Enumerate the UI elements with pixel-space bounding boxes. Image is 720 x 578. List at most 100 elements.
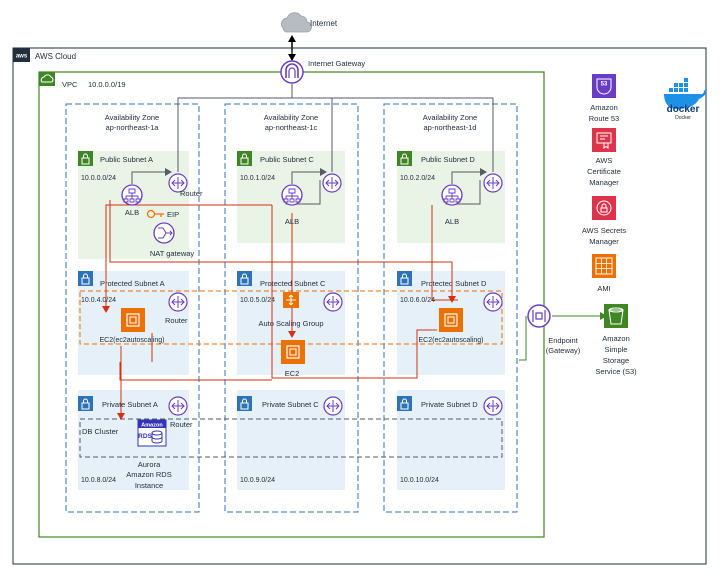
router-icon	[168, 396, 188, 416]
router-label: Router	[165, 316, 188, 325]
certificate-manager-icon	[592, 128, 616, 152]
rds-icon	[137, 419, 167, 447]
public-subnet-c: Public Subnet C 10.0.1.0/24	[237, 151, 345, 243]
zone-c-title: Availability Zone	[264, 113, 318, 122]
protected-subnet-d-name: Protected Subnet D	[421, 279, 487, 288]
s3-line3: Storage	[603, 356, 629, 365]
lock-icon	[400, 273, 409, 285]
private-subnet-c-name: Private Subnet C	[262, 400, 319, 409]
zone-d-name: ap-northeast-1d	[424, 123, 477, 132]
zone-d-title: Availability Zone	[423, 113, 477, 122]
lock-icon	[400, 398, 409, 410]
protected-subnet-c-name: Protected Subnet C	[260, 279, 326, 288]
lock-icon	[81, 153, 90, 165]
aurora-line1: Aurora	[138, 460, 161, 469]
aws-logo-icon	[13, 48, 30, 62]
router-icon	[483, 292, 503, 312]
lock-icon	[240, 398, 249, 410]
lock-icon	[81, 398, 90, 410]
router-icon	[322, 173, 342, 193]
lock-icon	[400, 153, 409, 165]
vpc-label: VPC	[62, 80, 78, 89]
router-label: Router	[170, 420, 193, 429]
private-subnet-a-cidr: 10.0.8.0/24	[81, 477, 116, 484]
aurora-line3: Instance	[135, 481, 163, 490]
endpoint-line1: Endpoint	[548, 336, 579, 345]
aurora-line2: Amazon RDS	[126, 470, 171, 479]
zone-c-name: ap-northeast-1c	[265, 123, 318, 132]
alb-label: ALB	[445, 217, 459, 226]
public-subnet-a-cidr: 10.0.0.0/24	[81, 175, 116, 182]
route53-badge: 53	[601, 82, 608, 88]
ec2-icon	[281, 340, 305, 364]
db-cluster-label: DB Cluster	[82, 427, 119, 436]
secrets-line2: Manager	[589, 237, 619, 246]
db-cluster-box	[79, 418, 503, 458]
router-icon	[323, 396, 343, 416]
ec2-label: EC2	[285, 369, 300, 378]
router-icon	[483, 396, 503, 416]
router-label: Router	[180, 189, 203, 198]
acm-line1: AWS	[596, 156, 613, 165]
protected-subnet-a-cidr: 10.0.4.0/24	[81, 297, 116, 304]
lock-icon	[81, 273, 90, 285]
secrets-manager-icon	[592, 196, 616, 220]
endpoint-line2: (Gateway)	[546, 346, 581, 355]
protected-subnet-c-cidr: 10.0.5.0/24	[240, 297, 275, 304]
lock-icon	[240, 273, 249, 285]
docker-logo-text: docker	[667, 104, 700, 115]
s3-line4: Service (S3)	[595, 367, 637, 376]
private-subnet-d-cidr: 10.0.10.0/24	[400, 477, 439, 484]
endpoint-lines	[519, 312, 607, 361]
router-icon	[168, 292, 188, 312]
alb-icon	[281, 184, 303, 206]
alb-label: ALB	[285, 217, 299, 226]
protected-subnet-a-name: Protected Subnet A	[100, 279, 165, 288]
s3-icon	[604, 304, 628, 328]
route53-line2: Route 53	[589, 114, 619, 123]
secrets-line1: AWS Secrets	[582, 226, 627, 235]
private-subnet-d-name: Private Subnet D	[421, 400, 478, 409]
route53-icon	[592, 74, 616, 98]
ec2-icon	[439, 308, 463, 332]
auto-scaling-icon	[283, 292, 299, 308]
zone-a-name: ap-northeast-1a	[106, 123, 160, 132]
public-subnet-c-name: Public Subnet C	[260, 155, 314, 164]
router-icon	[168, 173, 188, 193]
nat-gateway-icon	[153, 222, 175, 244]
router-icon	[483, 173, 503, 193]
public-subnet-a-name: Public Subnet A	[100, 155, 153, 164]
rds-badge-line1: Amazon	[141, 423, 163, 429]
protected-subnet-d: Protected Subnet D 10.0.6.0/24	[397, 271, 505, 375]
internet-label: Internet	[310, 19, 338, 28]
availability-zone-c: Availability Zone ap-northeast-1c	[224, 103, 359, 513]
private-subnet-c-cidr: 10.0.9.0/24	[240, 477, 275, 484]
eip-icon	[146, 209, 164, 219]
availability-zone-d: Availability Zone ap-northeast-1d	[383, 103, 518, 513]
protected-subnet-d-cidr: 10.0.6.0/24	[400, 297, 435, 304]
public-subnet-d-name: Public Subnet D	[421, 155, 475, 164]
aws-cloud-label: AWS Cloud	[35, 52, 76, 61]
acm-line3: Manager	[589, 178, 619, 187]
alb-icon	[441, 184, 463, 206]
acm-line2: Certificate	[587, 167, 621, 176]
ec2-icon	[121, 308, 145, 332]
internet-gateway-icon	[280, 60, 304, 84]
internet-cloud-icon	[281, 12, 312, 33]
vpc-cidr: 10.0.0.0/19	[88, 80, 126, 89]
ami-label: AMI	[597, 284, 610, 293]
traffic-lines	[102, 200, 458, 420]
rds-badge-line2: RDS	[138, 433, 152, 440]
igw-label: Internet Gateway	[308, 59, 365, 68]
docker-whale-icon	[664, 78, 707, 109]
route53-line1: Amazon	[590, 103, 618, 112]
aws-cloud-group	[12, 47, 707, 565]
s3-line1: Amazon	[602, 334, 630, 343]
vpc-endpoint-icon	[527, 304, 551, 328]
availability-zone-a: Availability Zone ap-northeast-1a	[65, 103, 200, 513]
aws-logo-text: aws	[16, 54, 28, 60]
zone-a-title: Availability Zone	[105, 113, 159, 122]
public-subnet-d-cidr: 10.0.2.0/24	[400, 175, 435, 182]
asg-label: Auto Scaling Group	[258, 319, 323, 328]
nat-label: NAT gateway	[150, 249, 195, 258]
